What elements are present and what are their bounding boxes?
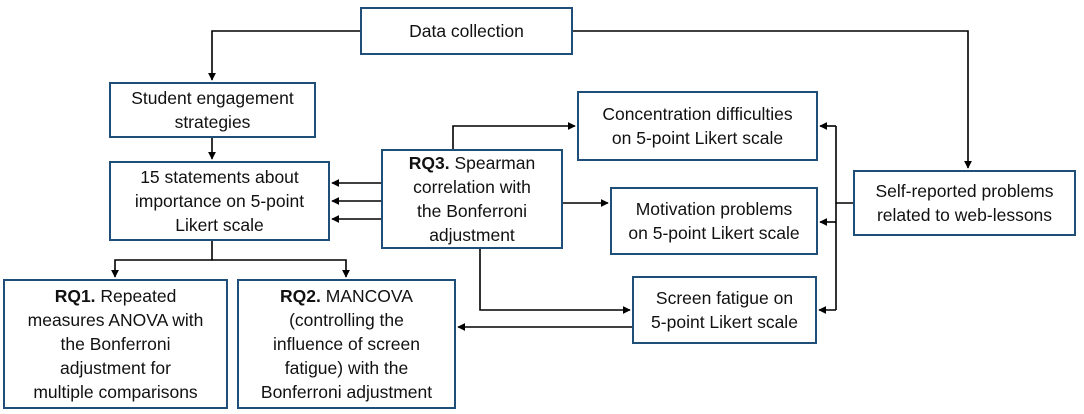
arrow-statements-to-rq1 xyxy=(111,241,213,278)
motivation-box: Motivation problems on 5-point Likert sc… xyxy=(610,187,818,255)
rq3-line-2: correlation with xyxy=(413,177,531,197)
concentration-line-1: Concentration difficulties xyxy=(602,104,793,124)
rq1-box: RQ1. Repeated measures ANOVA with the Bo… xyxy=(3,279,228,409)
screen-fatigue-box: Screen fatigue on 5-point Likert scale xyxy=(632,276,817,344)
statements-box: 15 statements about importance on 5-poin… xyxy=(109,161,330,241)
motivation-line-1: Motivation problems xyxy=(635,199,793,219)
statements-line-1: 15 statements about xyxy=(140,167,299,187)
rq2-line-1: RQ2. MANCOVA xyxy=(280,284,413,308)
rq3-line-4: adjustment xyxy=(429,225,515,245)
rq2-line-5: Bonferroni adjustment xyxy=(260,382,433,402)
self-reported-box: Self-reported problems related to web-le… xyxy=(853,170,1076,236)
rq2-line-1-text: MANCOVA xyxy=(320,286,413,306)
rq2-line-2: (controlling the xyxy=(289,310,404,330)
concentration-line-2: on 5-point Likert scale xyxy=(611,128,784,148)
rq2-line-3: influence of screen xyxy=(273,334,420,354)
rq3-box: RQ3. Spearman correlation with the Bonfe… xyxy=(381,149,563,249)
arrow-statements-to-rq2 xyxy=(212,259,350,278)
student-engagement-box: Student engagement strategies xyxy=(109,82,316,138)
rq1-line-3: the Bonferroni xyxy=(60,334,171,354)
screen-fatigue-line-1: Screen fatigue on xyxy=(655,288,794,308)
motivation-line-2: on 5-point Likert scale xyxy=(628,223,800,243)
statements-line-2: importance on 5-point xyxy=(134,191,305,211)
rq2-box: RQ2. MANCOVA (controlling the influence … xyxy=(237,279,456,409)
rq1-line-2: measures ANOVA with xyxy=(27,310,204,330)
rq1-line-4: adjustment for xyxy=(60,358,171,378)
screen-fatigue-line-2: 5-point Likert scale xyxy=(651,312,798,332)
data-collection-label: Data collection xyxy=(409,21,524,41)
rq3-line-1: RQ3. Spearman xyxy=(409,151,535,175)
statements-line-3: Likert scale xyxy=(175,215,264,235)
arrow-self-reported-bus xyxy=(835,126,853,204)
concentration-box: Concentration difficulties on 5-point Li… xyxy=(577,91,818,161)
arrow-rq3-to-concentration xyxy=(452,122,576,149)
rq1-line-1-text: Repeated xyxy=(95,286,177,306)
rq1-line-1: RQ1. Repeated xyxy=(55,284,177,308)
self-reported-line-2: related to web-lessons xyxy=(876,205,1053,225)
rq2-heading: RQ2. xyxy=(280,286,321,306)
arrow-collection-to-self-reported xyxy=(573,30,972,169)
rq2-line-4: fatigue) with the xyxy=(284,358,409,378)
rq3-heading: RQ3. xyxy=(408,153,450,173)
self-reported-line-1: Self-reported problems xyxy=(875,181,1054,201)
student-engagement-line-1: Student engagement xyxy=(131,88,294,108)
arrow-collection-to-engagement xyxy=(208,30,360,81)
rq1-heading: RQ1. xyxy=(54,286,96,306)
rq3-line-1-text: Spearman xyxy=(449,153,536,173)
data-collection-box: Data collection xyxy=(360,7,573,55)
arrow-rq3-to-screen-fatigue xyxy=(479,249,631,314)
rq1-line-5: multiple comparisons xyxy=(33,382,198,402)
student-engagement-line-2: strategies xyxy=(174,112,251,132)
rq3-line-3: the Bonferroni xyxy=(417,201,527,221)
